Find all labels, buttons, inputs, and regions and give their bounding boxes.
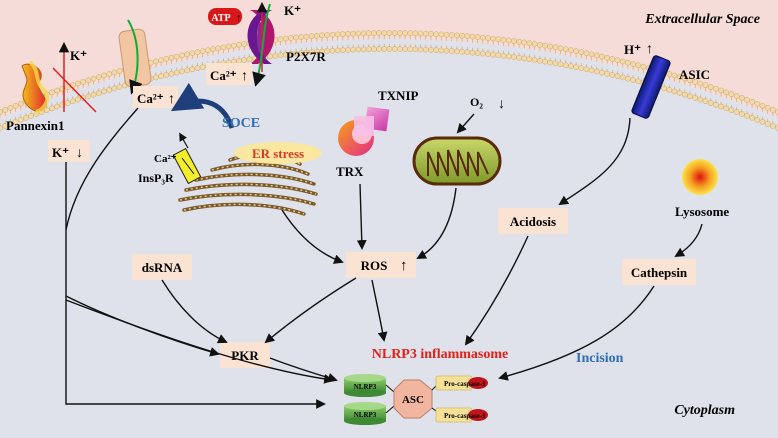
insp3r-label: InsP₃R <box>138 171 174 185</box>
er-stress-badge <box>234 142 322 164</box>
dsrna-label: dsRNA <box>142 260 183 275</box>
atp-label: ATP <box>211 13 230 24</box>
ca-cyto-label: Ca²⁺ <box>137 91 164 106</box>
ca-p2x7r-label: Ca²⁺ <box>210 68 237 83</box>
asc-icon <box>393 379 433 419</box>
pkr-node <box>220 342 270 368</box>
asic-channel-icon <box>631 55 671 119</box>
cathepsin-label: Cathepsin <box>631 265 688 280</box>
txnip-icon <box>354 106 390 136</box>
asic-label: ASIC <box>679 67 710 82</box>
ros-label: ROS <box>361 258 388 273</box>
cathepsin-node <box>622 259 696 285</box>
k-down-box <box>48 140 90 162</box>
mitochondrion-icon <box>412 136 502 186</box>
nlrp3-top-icon <box>344 374 386 397</box>
k-efflux-curve <box>52 67 97 113</box>
soce-label: SOCE <box>222 116 260 131</box>
lysosome-icon <box>682 159 718 195</box>
nlrp3-top-label: NLRP3 <box>354 383 377 391</box>
atp-up-arrow: ↑ <box>236 12 242 24</box>
o2-label: O₂ <box>470 95 483 109</box>
procaspase-bottom-icon <box>435 407 488 423</box>
ca-cyto-box <box>133 86 178 108</box>
k-down-label: K⁺ <box>52 145 69 160</box>
cytoplasm-label: Cytoplasm <box>674 403 735 418</box>
dsrna-to-pkr-arrow <box>161 279 228 344</box>
ca-to-k-line <box>65 107 139 231</box>
k-down-arrow: ↓ <box>76 146 83 161</box>
ros-up-arrow: ↑ <box>400 258 408 274</box>
incision-label: Incision <box>576 351 624 366</box>
p2x7r-label: P2X7R <box>286 49 326 64</box>
k-p2x7r-label: K⁺ <box>284 3 301 18</box>
acidosis-to-nlrp3-arrow <box>464 235 529 346</box>
pannexin1-channel-icon <box>21 60 50 114</box>
pannexin1-label: Pannexin1 <box>6 118 65 133</box>
h-asic-label: H⁺ <box>624 42 641 57</box>
trx-label: TRX <box>336 164 364 179</box>
k-to-inflammasome-arrow <box>65 162 326 409</box>
atp-badge <box>208 8 242 25</box>
ros-to-nlrp3-arrow <box>371 279 388 342</box>
h-asic-up: ↑ <box>646 42 653 57</box>
endoplasmic-reticulum-icon <box>178 152 318 216</box>
nlrp3-inflammasome-complex: NLRP3 NLRP3 ASC Pro-caspase-1 Pro-caspas… <box>344 374 488 425</box>
o2-to-mito-arrow <box>456 113 475 134</box>
mito-to-ros-arrow <box>416 187 457 259</box>
k-to-nlrp3-arrow <box>65 299 334 384</box>
ca-er-label: Ca²⁺ <box>154 153 177 165</box>
ca-p2x7r-up: ↑ <box>241 69 248 84</box>
acidosis-label: Acidosis <box>510 214 556 229</box>
acidosis-node <box>498 208 568 234</box>
extracellular-label: Extracellular Space <box>644 12 760 27</box>
nlrp3-inflammasome-label: NLRP3 inflammasome <box>372 347 509 362</box>
txnip-label: TXNIP <box>378 88 419 103</box>
insp3r-channel-icon <box>172 147 202 185</box>
er-ca-release-arrow <box>179 132 189 149</box>
trx-to-ros-arrow <box>356 183 367 250</box>
soce-arc <box>170 82 235 129</box>
ca-cyto-up: ↑ <box>168 92 175 107</box>
dsrna-node <box>132 254 192 280</box>
procaspase-top-icon <box>435 375 488 391</box>
p2x7r-ca-arrow <box>252 3 271 87</box>
nlrp3-bottom-label: NLRP3 <box>354 411 377 419</box>
er-stress-label: ER stress <box>252 146 304 161</box>
pkr-to-nlrp3-arrow <box>269 357 338 383</box>
pathway-arrows <box>65 107 703 409</box>
k-pannexin-label: K⁺ <box>70 48 87 63</box>
cathepsin-to-nlrp3-arrow <box>498 285 655 381</box>
lysosome-to-cathepsin-arrow <box>674 223 703 258</box>
asc-label: ASC <box>402 394 424 406</box>
ros-to-pkr-arrow <box>264 277 357 344</box>
soc-channel-icon <box>118 19 152 95</box>
procaspase-top-label: Pro-caspase-1 <box>444 380 486 388</box>
asic-to-acidosis-arrow <box>558 117 631 206</box>
nlrp3-bottom-icon <box>344 402 386 425</box>
ros-node <box>346 252 416 278</box>
lysosome-label: Lysosome <box>675 204 729 219</box>
o2-down-arrow: ↓ <box>498 97 505 112</box>
procaspase-bottom-label: Pro-caspase-1 <box>444 412 486 420</box>
er-to-ros-arrow <box>281 209 344 264</box>
ca-p2x7r-box <box>206 63 252 85</box>
extracellular-background <box>0 0 778 118</box>
